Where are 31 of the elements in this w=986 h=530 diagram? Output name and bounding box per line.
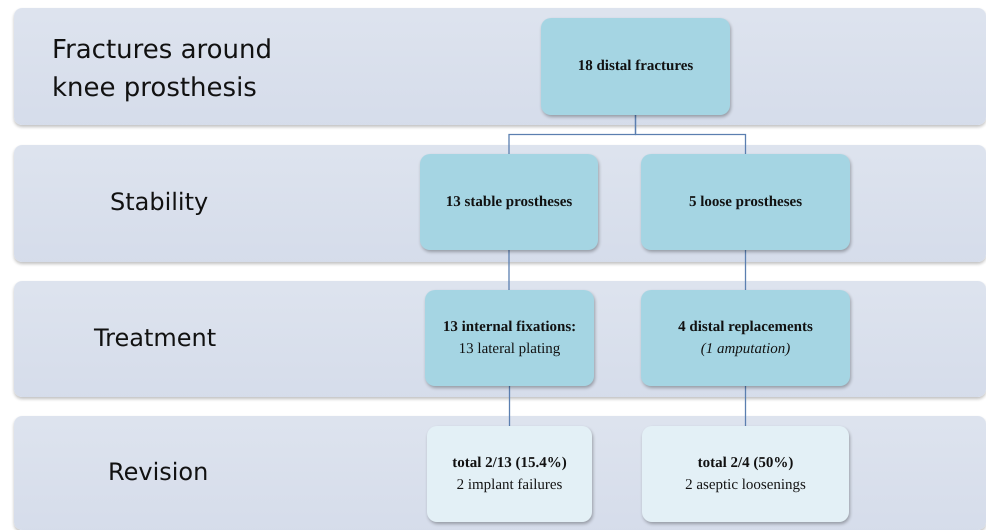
box-heading: 4 distal replacements [678, 318, 813, 336]
box-detail: 2 aseptic loosenings [685, 476, 806, 495]
row-band [14, 281, 986, 397]
box-heading: total 2/4 (50%) [698, 454, 794, 472]
process-box [425, 290, 594, 386]
process-box [641, 154, 850, 250]
process-box [420, 154, 598, 250]
box-heading: 13 internal fixations: [442, 318, 576, 336]
connector-line [634, 115, 746, 154]
row-title: Stability [110, 187, 210, 218]
box-heading: total 2/13 (15.4%) [452, 454, 567, 472]
connector-line [744, 250, 746, 290]
row-band [14, 8, 986, 125]
box-detail: 2 implant failures [456, 476, 562, 495]
row-title: Revision [108, 457, 210, 488]
box-detail: 13 lateral plating [458, 340, 560, 359]
result-box [642, 426, 849, 522]
box-heading: 5 loose prostheses [688, 192, 802, 212]
connector-line [744, 386, 746, 426]
row-title: Treatment [94, 323, 218, 354]
connector-line [508, 250, 510, 290]
process-box [641, 290, 850, 386]
row-band [14, 416, 986, 530]
process-box [541, 18, 730, 115]
box-heading: 13 stable prostheses [446, 192, 572, 212]
connector-line [508, 386, 510, 426]
row-band [14, 145, 986, 262]
box-detail: (1 amputation) [700, 340, 790, 359]
result-box [427, 426, 592, 522]
box-heading: 18 distal fractures [578, 57, 694, 76]
row-title: Fractures around knee prosthesis [52, 34, 273, 105]
